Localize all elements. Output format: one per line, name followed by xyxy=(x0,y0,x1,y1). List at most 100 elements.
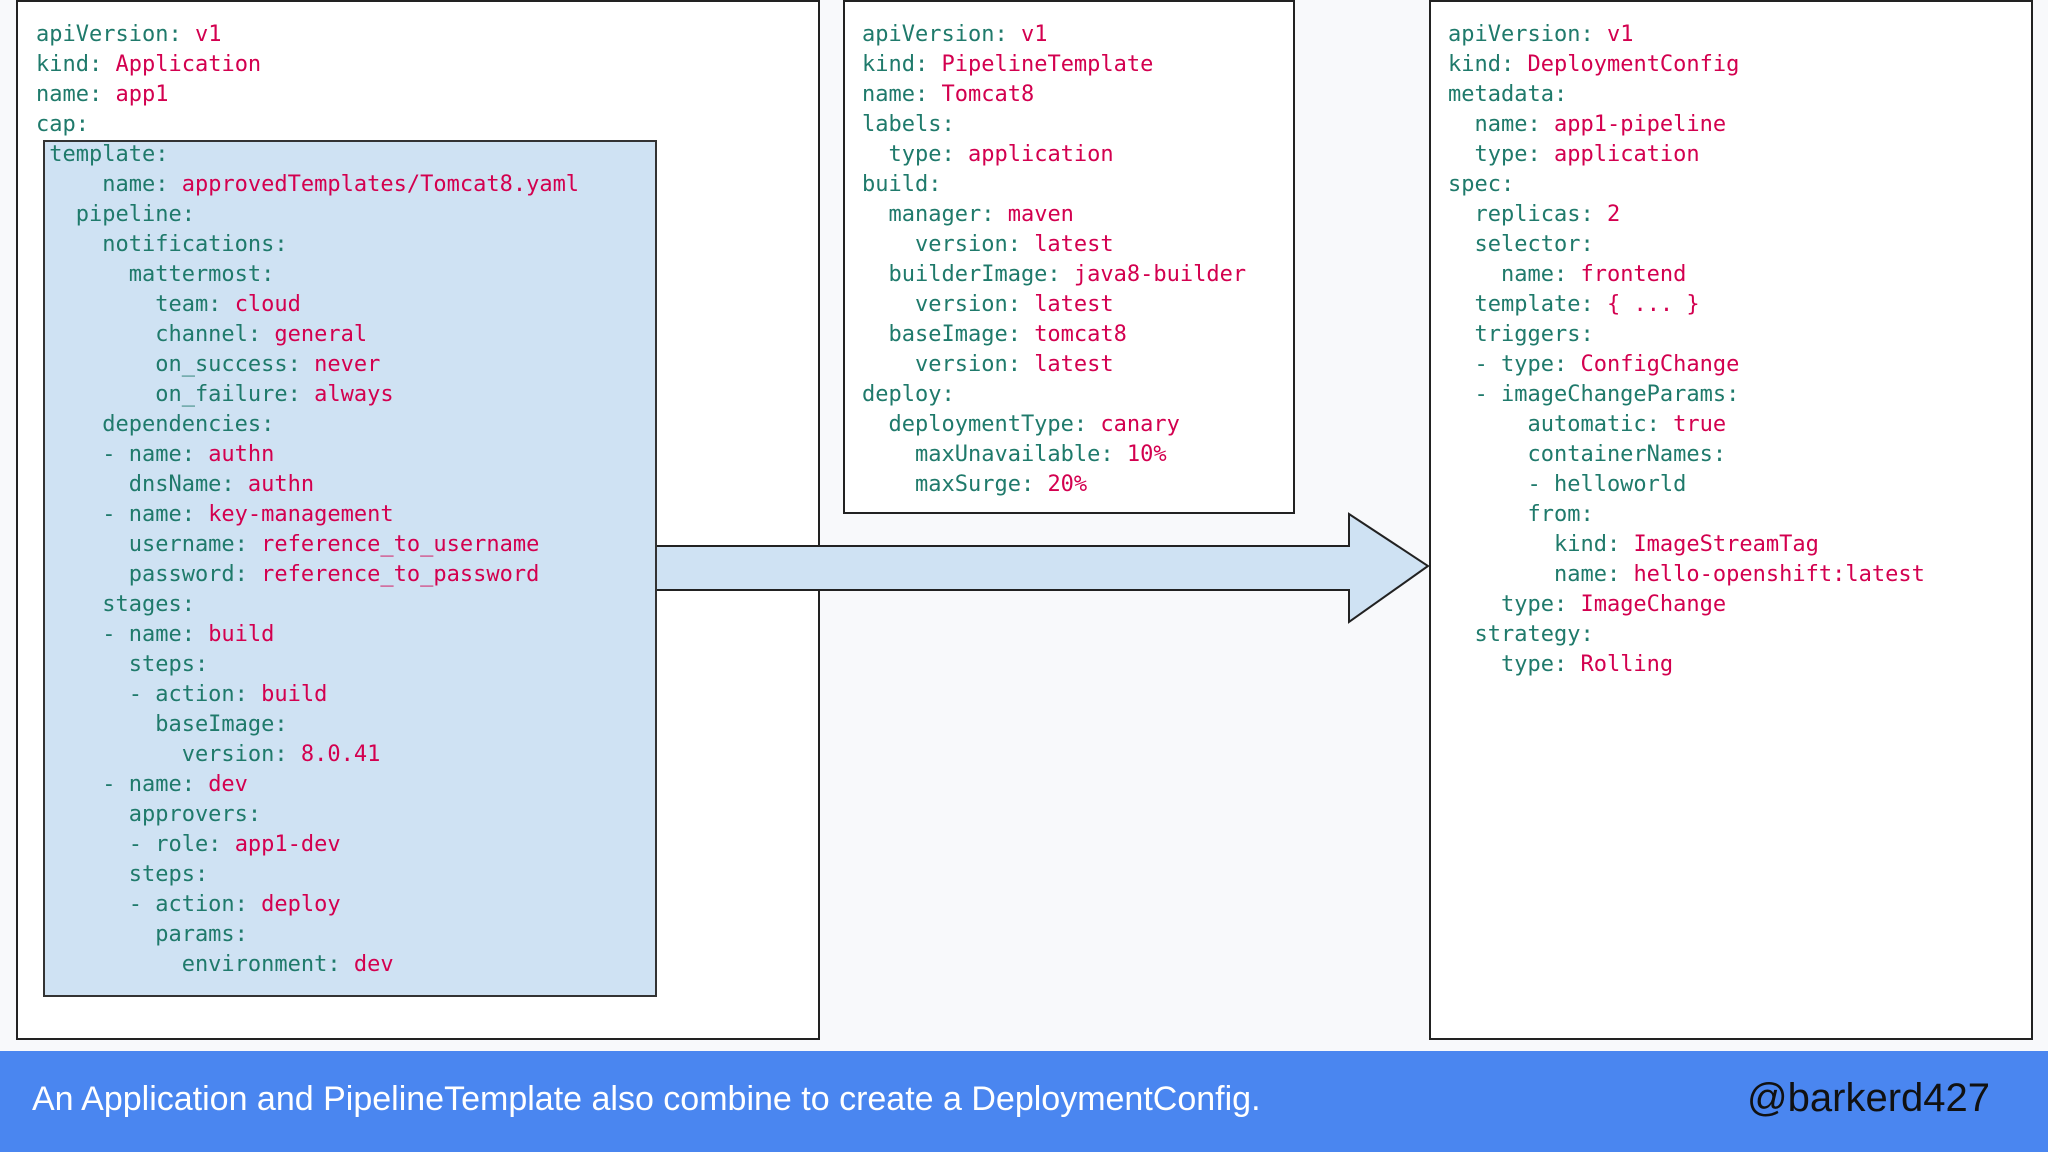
yaml-key: metadata: xyxy=(1448,82,1568,107)
code-line: username: reference_to_username xyxy=(36,530,579,560)
code-line: baseImage: xyxy=(36,710,579,740)
code-line: steps: xyxy=(36,650,579,680)
yaml-key: labels: xyxy=(862,112,955,137)
yaml-key: baseImage: xyxy=(36,712,288,737)
yaml-value: Application xyxy=(115,52,262,77)
yaml-key: channel: xyxy=(36,322,275,347)
code-line: notifications: xyxy=(36,230,579,260)
code-line: channel: general xyxy=(36,320,579,350)
code-line: kind: DeploymentConfig xyxy=(1448,50,1925,80)
code-line: template: { ... } xyxy=(1448,290,1925,320)
code-line: - name: build xyxy=(36,620,579,650)
yaml-value: tomcat8 xyxy=(1034,322,1127,347)
yaml-value: application xyxy=(967,142,1114,167)
code-line: type: application xyxy=(862,140,1246,170)
code-line: pipeline: xyxy=(36,200,579,230)
yaml-key: version: xyxy=(862,292,1035,317)
cap-section-highlight xyxy=(43,140,657,997)
code-line: apiVersion: v1 xyxy=(36,20,579,50)
yaml-key: containerNames: xyxy=(1448,442,1727,467)
yaml-key: - action: xyxy=(36,682,262,707)
yaml-key: notifications: xyxy=(36,232,288,257)
yaml-key: approvers: xyxy=(36,802,262,827)
yaml-value: deploy xyxy=(261,892,341,917)
yaml-key: params: xyxy=(36,922,248,947)
code-line: steps: xyxy=(36,860,579,890)
arrow-icon xyxy=(654,512,1430,624)
code-line: manager: maven xyxy=(862,200,1246,230)
yaml-value: build xyxy=(261,682,328,707)
yaml-key: dnsName: xyxy=(36,472,248,497)
code-line: automatic: true xyxy=(1448,410,1925,440)
yaml-key: apiVersion: xyxy=(862,22,1021,47)
yaml-key: stages: xyxy=(36,592,195,617)
yaml-value: ImageStreamTag xyxy=(1633,532,1819,557)
yaml-value: latest xyxy=(1034,352,1114,377)
code-line: version: latest xyxy=(862,230,1246,260)
yaml-value: 2 xyxy=(1606,202,1621,227)
code-line: params: xyxy=(36,920,579,950)
yaml-value: java8-builder xyxy=(1073,262,1247,287)
code-line: version: 8.0.41 xyxy=(36,740,579,770)
code-line: cap: xyxy=(36,110,579,140)
yaml-key: type: xyxy=(862,142,968,167)
yaml-key: name: xyxy=(1448,112,1554,137)
yaml-key: on_failure: xyxy=(36,382,315,407)
code-line: kind: PipelineTemplate xyxy=(862,50,1246,80)
code-line: on_success: never xyxy=(36,350,579,380)
yaml-key: steps: xyxy=(36,862,209,887)
yaml-value: Tomcat8 xyxy=(941,82,1035,107)
yaml-key: replicas: xyxy=(1448,202,1607,227)
yaml-key: - role: xyxy=(36,832,235,857)
yaml-value: Rolling xyxy=(1580,652,1674,677)
yaml-value: reference_to_username xyxy=(261,532,540,557)
code-line: builderImage: java8-builder xyxy=(862,260,1246,290)
yaml-value: frontend xyxy=(1580,262,1687,287)
code-line: dnsName: authn xyxy=(36,470,579,500)
yaml-key: deploymentType: xyxy=(862,412,1101,437)
yaml-key: version: xyxy=(862,232,1035,257)
code-line: - name: key-management xyxy=(36,500,579,530)
yaml-value: maven xyxy=(1007,202,1074,227)
code-line: build: xyxy=(862,170,1246,200)
code-line: strategy: xyxy=(1448,620,1925,650)
yaml-value: key-management xyxy=(208,502,394,527)
yaml-key: apiVersion: xyxy=(36,22,195,47)
yaml-key: deploy: xyxy=(862,382,955,407)
yaml-key: team: xyxy=(36,292,235,317)
yaml-key: environment: xyxy=(36,952,354,977)
yaml-key: name: xyxy=(1448,262,1581,287)
code-line: - action: deploy xyxy=(36,890,579,920)
yaml-key: - action: xyxy=(36,892,262,917)
yaml-value: cloud xyxy=(234,292,301,317)
yaml-key: mattermost: xyxy=(36,262,275,287)
yaml-key: apiVersion: xyxy=(1448,22,1607,47)
yaml-key: pipeline: xyxy=(36,202,195,227)
yaml-value: v1 xyxy=(194,22,222,47)
yaml-value: canary xyxy=(1100,412,1180,437)
yaml-key: automatic: xyxy=(1448,412,1674,437)
yaml-key: steps: xyxy=(36,652,209,677)
code-line: name: Tomcat8 xyxy=(862,80,1246,110)
yaml-value: ImageChange xyxy=(1580,592,1727,617)
code-line: - role: app1-dev xyxy=(36,830,579,860)
slide-caption: An Application and PipelineTemplate also… xyxy=(32,1080,1261,1118)
yaml-value: hello-openshift:latest xyxy=(1633,562,1925,587)
yaml-value: PipelineTemplate xyxy=(941,52,1154,77)
code-line: type: application xyxy=(1448,140,1925,170)
yaml-value: dev xyxy=(208,772,248,797)
yaml-key: name: xyxy=(36,82,116,107)
code-line: from: xyxy=(1448,500,1925,530)
yaml-key: dependencies: xyxy=(36,412,275,437)
yaml-value: 20% xyxy=(1047,472,1088,497)
code-line: name: app1 xyxy=(36,80,579,110)
pipeline-template-yaml-panel xyxy=(843,0,1295,514)
yaml-key: manager: xyxy=(862,202,1008,227)
code-line: team: cloud xyxy=(36,290,579,320)
yaml-key: spec: xyxy=(1448,172,1515,197)
code-line: apiVersion: v1 xyxy=(862,20,1246,50)
yaml-key: - imageChangeParams: xyxy=(1448,382,1740,407)
code-line: dependencies: xyxy=(36,410,579,440)
